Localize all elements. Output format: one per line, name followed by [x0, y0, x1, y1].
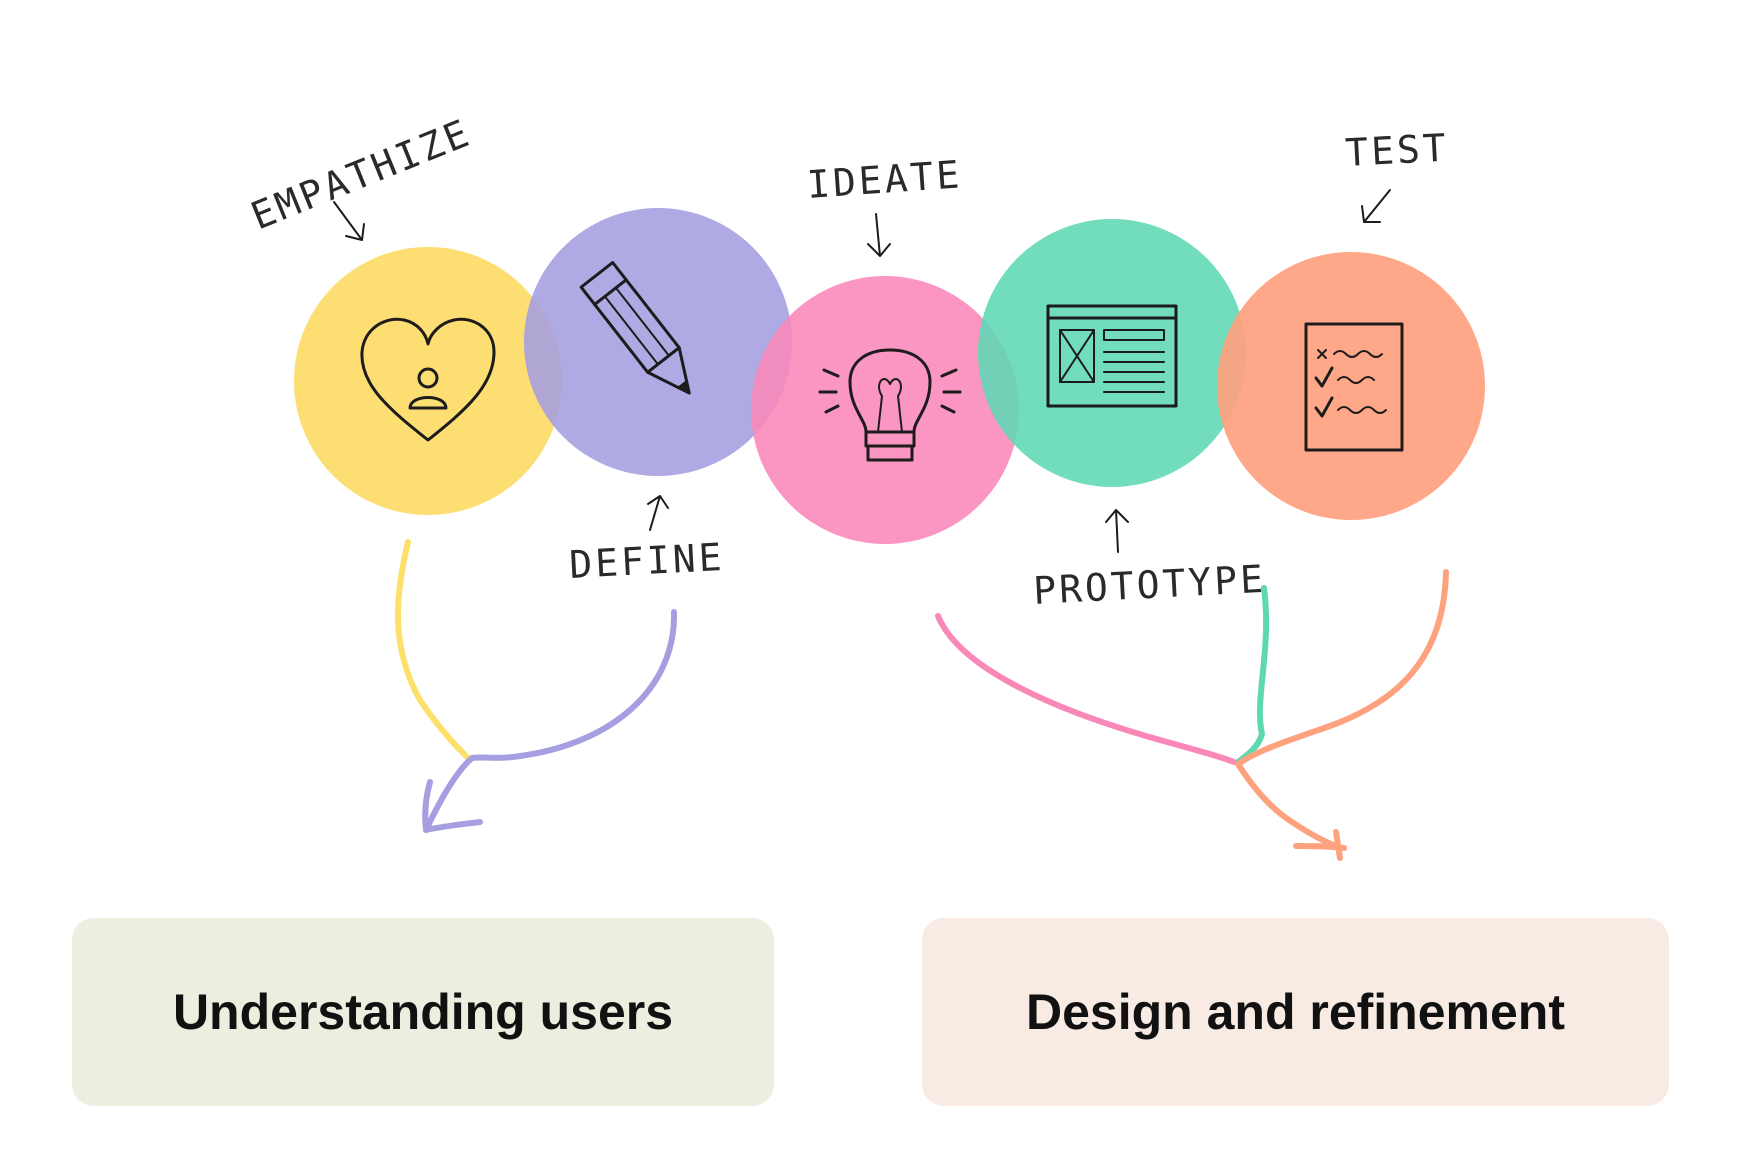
flow-line-ideate — [935, 613, 1237, 765]
design-and-refinement-card: Design and refinement — [922, 918, 1669, 1106]
test-circle — [1217, 252, 1485, 520]
understanding-users-label: Understanding users — [172, 984, 674, 1040]
label-prototype: PROTOTYPE — [1032, 557, 1267, 613]
arrow-prototype — [1105, 509, 1129, 553]
flow-line-empathize — [395, 539, 473, 763]
flow-line-test — [1235, 569, 1449, 861]
arrow-define — [647, 495, 669, 531]
label-ideate: IDEATE — [806, 152, 964, 207]
arrow-empathize — [333, 201, 365, 241]
ideate-circle — [751, 276, 1019, 544]
pencil-icon — [579, 261, 691, 395]
arrow-test — [1361, 189, 1391, 223]
heart-person-icon — [360, 317, 496, 442]
wireframe-icon — [1046, 304, 1178, 408]
label-test: TEST — [1344, 126, 1450, 175]
flow-line-define — [422, 609, 678, 833]
label-empathize: EMPATHIZE — [245, 110, 477, 238]
flow-understanding — [395, 539, 678, 833]
checklist-icon — [1304, 322, 1404, 452]
empathize-circle — [294, 247, 562, 515]
understanding-users-card: Understanding users — [72, 918, 774, 1106]
lightbulb-icon — [818, 348, 962, 462]
arrow-ideate — [867, 213, 891, 257]
flow-refinement — [935, 569, 1449, 861]
label-define: DEFINE — [568, 535, 725, 587]
flow-line-prototype — [1235, 585, 1270, 765]
design-and-refinement-label: Design and refinement — [1026, 984, 1565, 1040]
